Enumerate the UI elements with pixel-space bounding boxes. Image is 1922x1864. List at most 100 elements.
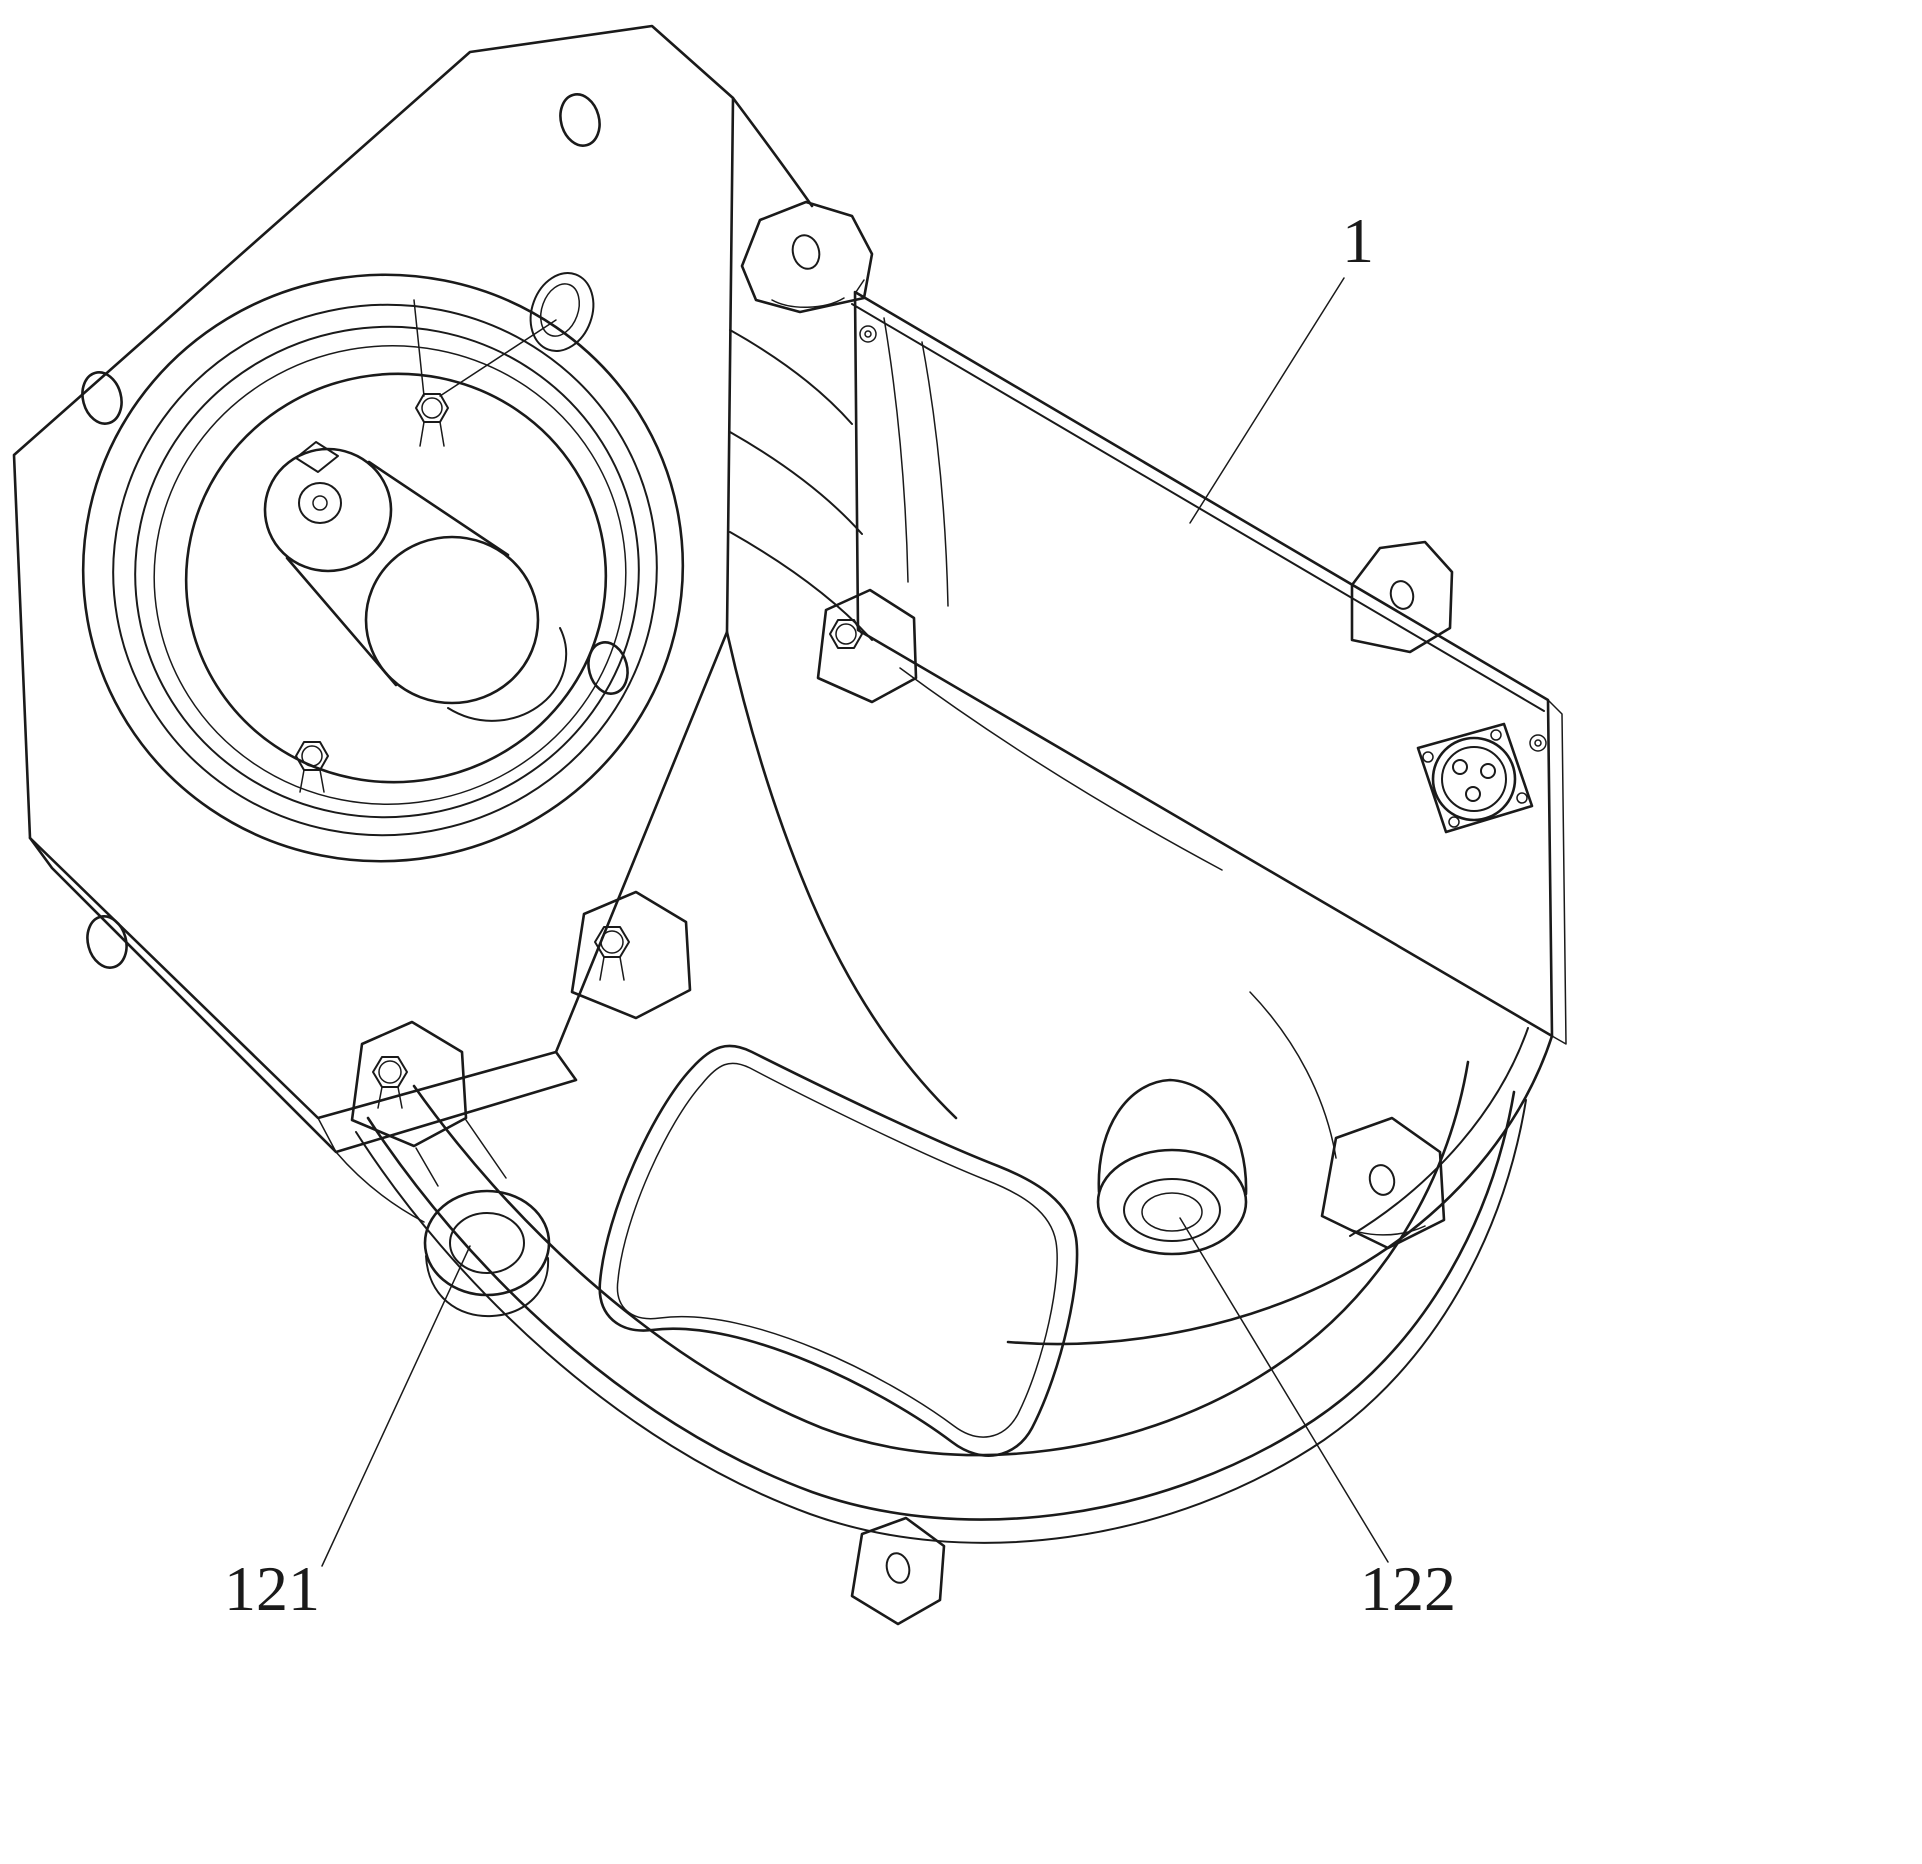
flange-thickness-connector bbox=[317, 1117, 337, 1153]
lug-bolt-circle bbox=[600, 930, 624, 954]
lug-hex-bolt bbox=[829, 619, 863, 649]
housing-face-line bbox=[883, 317, 909, 583]
cover-screw bbox=[859, 325, 877, 343]
flange-bolt-hole bbox=[559, 93, 601, 147]
inner-plate bbox=[184, 372, 608, 784]
slot-hole-inner bbox=[539, 283, 581, 337]
ref-label-122: 122 bbox=[1360, 1553, 1456, 1624]
connector-screw bbox=[1448, 816, 1460, 828]
port-121-arm bbox=[465, 1119, 507, 1179]
lug-hole bbox=[1368, 1164, 1396, 1196]
rib-line bbox=[729, 329, 853, 425]
side-screw-center bbox=[1534, 739, 1542, 747]
top-bracket bbox=[740, 200, 874, 314]
recess-outer bbox=[598, 1044, 1079, 1457]
bottom-ear-hole bbox=[885, 1552, 911, 1584]
connector-barrel bbox=[1431, 736, 1517, 822]
port-122-inner-ring bbox=[1123, 1178, 1221, 1242]
lug bbox=[816, 588, 918, 704]
side-screw bbox=[1529, 734, 1547, 752]
cover-screw-center bbox=[864, 330, 872, 338]
rib-line bbox=[729, 531, 873, 641]
connector-pin bbox=[1480, 763, 1496, 779]
connector-pin bbox=[1465, 786, 1481, 802]
housing-face-line bbox=[921, 341, 949, 607]
leader-line-122 bbox=[1179, 1217, 1389, 1563]
reference-annotations: 1 121 122 bbox=[224, 205, 1456, 1624]
rear-cylinder-face bbox=[364, 535, 540, 705]
lug-bolt-stem bbox=[397, 1086, 403, 1109]
port-121-thickness bbox=[425, 1255, 550, 1318]
bolt-stem bbox=[299, 769, 305, 793]
cover-plate bbox=[851, 290, 1567, 1045]
bolt-stem bbox=[419, 421, 425, 447]
lug-bolt-stem bbox=[377, 1086, 383, 1109]
cover-plate-top-inner-edge bbox=[851, 303, 1545, 712]
lug-bolt-stem bbox=[599, 956, 605, 981]
connector-plate bbox=[1416, 722, 1534, 834]
rib-line bbox=[729, 431, 863, 535]
lug bbox=[1320, 1116, 1446, 1250]
flange-bolt-hole bbox=[587, 641, 629, 695]
flange-band-transition bbox=[335, 1151, 425, 1223]
leader-line-121 bbox=[321, 1245, 471, 1567]
lug bbox=[350, 1020, 468, 1148]
shaft-coupling bbox=[263, 441, 568, 722]
hex-bolt-circle bbox=[301, 745, 323, 767]
flange-bolt-hole bbox=[81, 371, 123, 425]
lug bbox=[570, 890, 692, 1020]
wire-rod bbox=[413, 299, 425, 397]
bolt-stem bbox=[439, 421, 445, 447]
lug-bolt-stem bbox=[619, 956, 625, 981]
port-122-dome bbox=[1097, 1078, 1248, 1196]
clamp-band bbox=[335, 1060, 1527, 1544]
connector-screw bbox=[1516, 792, 1528, 804]
inner-plate-bolts bbox=[295, 299, 557, 793]
housing-surface-line bbox=[899, 667, 1223, 871]
wire-rod bbox=[439, 319, 557, 397]
bolt-stem bbox=[319, 769, 325, 793]
bottom-recess bbox=[598, 1044, 1079, 1457]
flange-opening-rings bbox=[81, 272, 685, 863]
band-inner-edge bbox=[412, 1060, 1470, 1457]
port-121-bore bbox=[449, 1212, 525, 1274]
shaft-center-dot bbox=[312, 495, 328, 511]
lug-bolt-circle bbox=[835, 623, 857, 645]
shaft-step-end bbox=[447, 627, 568, 722]
housing-silhouette bbox=[725, 630, 958, 1120]
mounting-lugs bbox=[350, 588, 1446, 1626]
ring-2 bbox=[112, 303, 658, 837]
cylinder-side-upper bbox=[367, 460, 510, 557]
port-121 bbox=[415, 1119, 551, 1318]
bottom-ear bbox=[850, 1516, 946, 1626]
electrical-connector bbox=[1416, 722, 1547, 834]
port-121-arm bbox=[415, 1147, 439, 1187]
cover-plate-end-face bbox=[1547, 699, 1567, 1045]
cover-plate-outline bbox=[853, 290, 1554, 1038]
port-121-outer bbox=[423, 1189, 551, 1297]
rear-lug bbox=[1350, 540, 1454, 654]
port-122-bore bbox=[1141, 1192, 1203, 1232]
top-bracket-detail bbox=[771, 297, 845, 308]
keyway-notch bbox=[295, 441, 339, 473]
flange-bolt-hole bbox=[86, 915, 128, 969]
ring-lip bbox=[153, 345, 627, 805]
bracket-to-panel bbox=[855, 279, 865, 293]
outer-ring bbox=[81, 273, 685, 863]
front-cylinder-face bbox=[263, 447, 393, 573]
housing-top-edge bbox=[731, 96, 814, 208]
connector-screw bbox=[1422, 751, 1434, 763]
cylinder-side-lower bbox=[285, 556, 398, 687]
shaft-center-hole bbox=[298, 482, 342, 524]
connector-face bbox=[1441, 746, 1507, 812]
lug-bolt-circle bbox=[378, 1060, 402, 1084]
end-cap-outline bbox=[1006, 1034, 1554, 1346]
end-cap-inner bbox=[1349, 1027, 1529, 1237]
connector-pin bbox=[1452, 759, 1468, 775]
ref-label-121: 121 bbox=[224, 1553, 320, 1624]
port-122 bbox=[1096, 1078, 1248, 1256]
end-rim-arc bbox=[1249, 991, 1337, 1159]
ref-label-1: 1 bbox=[1342, 205, 1374, 276]
slot-hole-outer bbox=[529, 272, 595, 352]
